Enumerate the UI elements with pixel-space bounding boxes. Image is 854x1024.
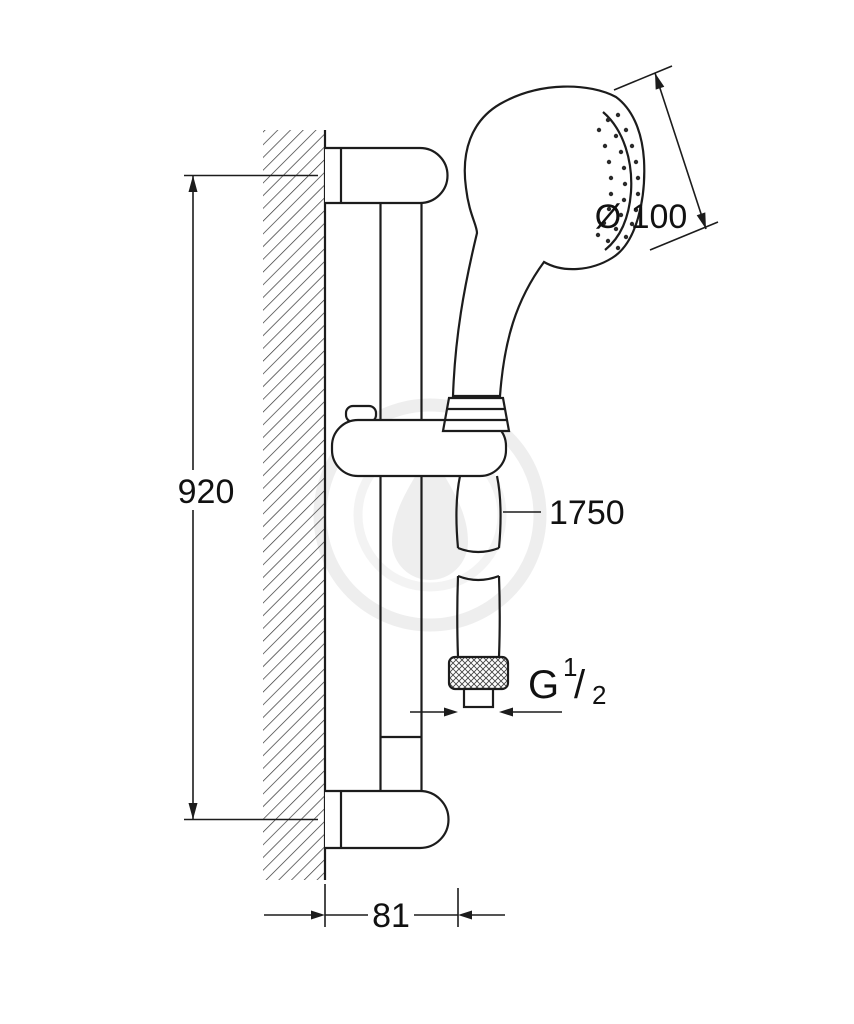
dimension-wall-distance: 81 (264, 884, 505, 935)
shower-head-and-handle-outline (451, 85, 646, 398)
arrowhead-left (499, 707, 513, 717)
thread-label-slash: / (574, 663, 586, 707)
dimension-thread: G 1 / 2 (410, 652, 606, 717)
arrowhead-left (458, 910, 472, 920)
thread-label-base: G (528, 663, 559, 707)
hose-length-label: 1750 (549, 494, 625, 532)
hose-upper-right-edge (495, 475, 502, 549)
hose-lower-segment (447, 574, 510, 709)
hose-lower-right-edge (497, 575, 501, 658)
slider-holder-body (330, 418, 508, 478)
thread-label-denominator: 2 (592, 680, 606, 710)
cone-outline (441, 396, 511, 433)
spray-nozzle-dots (595, 112, 641, 251)
shower-rail (379, 203, 423, 791)
label-mask (368, 895, 414, 933)
top-mounting-bracket (325, 146, 449, 205)
thread-label-numerator: 1 (563, 652, 577, 682)
thread-nipple (462, 687, 495, 709)
dimension-head-diameter: Ø 100 (595, 65, 719, 251)
arrowhead-right (311, 910, 325, 920)
handle-cone-connector (441, 396, 511, 433)
dimension-hose-length: 1750 (503, 494, 625, 532)
wall-hatch (263, 130, 325, 880)
line-art: 920 Ø 100 1750 G 1 / 2 (170, 65, 719, 935)
arrowhead-right (444, 707, 458, 717)
arrowhead-down (696, 212, 706, 229)
label-mask (170, 470, 242, 510)
spray-face-rim (602, 111, 633, 251)
arrowhead-up (655, 73, 665, 90)
arrowhead-up (188, 175, 198, 192)
extension-line-upper (613, 65, 673, 91)
wall-section (263, 130, 327, 880)
arrowhead-down (188, 803, 198, 820)
hose-break-upper-line (457, 546, 500, 554)
watermark-droplet-icon (392, 452, 468, 580)
knurled-hose-nut (447, 655, 510, 691)
height-dimension-label: 920 (178, 473, 235, 511)
hose-break-lower-line (457, 574, 500, 582)
hose-upper-segment (455, 475, 502, 554)
extension-line-lower (649, 221, 719, 251)
top-bracket-outline (325, 146, 449, 205)
dimension-line (654, 72, 707, 230)
bottom-mounting-bracket (325, 789, 450, 850)
diameter-dimension-label: Ø 100 (595, 198, 688, 236)
hose-upper-left-edge (455, 475, 462, 549)
slider-holder (330, 404, 508, 478)
dimension-height-920: 920 (170, 174, 318, 821)
wall-distance-label: 81 (372, 897, 410, 935)
hand-shower (441, 85, 646, 433)
hose-lower-left-edge (456, 575, 460, 658)
bottom-bracket-outline (325, 789, 450, 850)
